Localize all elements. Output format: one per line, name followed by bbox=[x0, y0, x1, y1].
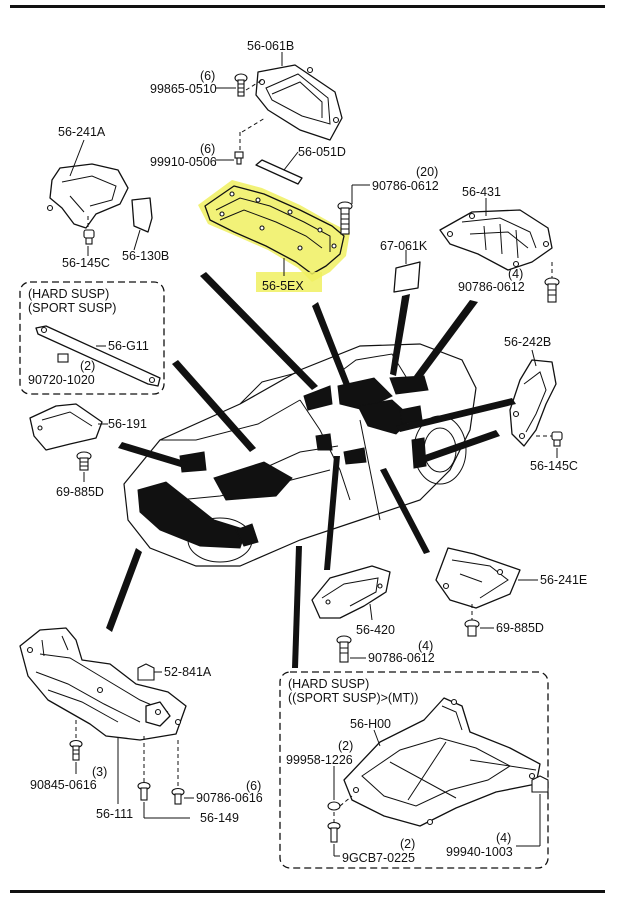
label-9GCB7-0225: 9GCB7-0225 bbox=[342, 851, 415, 865]
nut-99940-1003[interactable] bbox=[531, 775, 549, 793]
clip-52-841A[interactable] bbox=[137, 663, 155, 681]
box1-line2: (SPORT SUSP) bbox=[28, 301, 116, 315]
box1-line1: (HARD SUSP) bbox=[28, 287, 109, 301]
qty-90786-0616: (6) bbox=[246, 779, 261, 793]
bottom-rule bbox=[10, 890, 605, 893]
label-90720-1020: 90720-1020 bbox=[28, 373, 95, 387]
label-56-145C-left: 56-145C bbox=[62, 256, 110, 270]
label-90845-0616: 90845-0616 bbox=[30, 778, 97, 792]
label-56-145C-right: 56-145C bbox=[530, 459, 578, 473]
part-56-241A-drawing[interactable] bbox=[46, 163, 153, 233]
callout-leaders bbox=[106, 272, 516, 668]
label-99865-0510: 99865-0510 bbox=[150, 82, 217, 96]
label-52-841A: 52-841A bbox=[164, 665, 212, 679]
label-56-H00: 56-H00 bbox=[350, 717, 391, 731]
label-69-885D-left: 69-885D bbox=[56, 485, 104, 499]
qty-90720-1020: (2) bbox=[80, 359, 95, 373]
bolt-69-885D-right[interactable] bbox=[464, 619, 480, 637]
part-56-241E-drawing[interactable] bbox=[435, 547, 521, 609]
qty-9GCB7-0225: (2) bbox=[400, 837, 415, 851]
label-90786-0612-mid: 90786-0612 bbox=[368, 651, 435, 665]
qty-99940-1003: (4) bbox=[496, 831, 511, 845]
label-90786-0612-top: 90786-0612 bbox=[372, 179, 439, 193]
bolt-99865-0510[interactable] bbox=[234, 73, 248, 97]
qty-90786-0612-top: (20) bbox=[416, 165, 438, 179]
label-56-111: 56-111 bbox=[96, 807, 133, 821]
label-56-241E: 56-241E bbox=[540, 573, 587, 587]
label-56-G11: 56-G11 bbox=[108, 339, 149, 353]
qty-99958-1226: (2) bbox=[338, 739, 353, 753]
label-67-061K: 67-061K bbox=[380, 239, 428, 253]
bolt-90786-0612-mid[interactable] bbox=[336, 635, 352, 663]
part-67-061K-label[interactable] bbox=[393, 261, 421, 293]
part-56-111-drawing[interactable] bbox=[19, 627, 187, 741]
bolt-9GCB7-0225[interactable] bbox=[327, 821, 341, 843]
part-56-431-drawing[interactable] bbox=[439, 209, 553, 271]
label-90786-0612-right: 90786-0612 bbox=[458, 280, 525, 294]
part-56-051D-strip[interactable] bbox=[255, 159, 303, 185]
bolt-90786-0616[interactable] bbox=[171, 787, 185, 805]
label-90786-0616: 90786-0616 bbox=[196, 791, 263, 805]
label-56-149: 56-149 bbox=[200, 811, 239, 825]
part-56-420-drawing[interactable] bbox=[311, 565, 391, 619]
qty-90845-0616: (3) bbox=[92, 765, 107, 779]
bolt-56-149[interactable] bbox=[137, 781, 151, 801]
bolt-90786-0612-top[interactable] bbox=[337, 201, 353, 235]
label-56-241A: 56-241A bbox=[58, 125, 106, 139]
clip-56-145C-right[interactable] bbox=[551, 431, 563, 447]
box2-line1: (HARD SUSP) bbox=[288, 677, 369, 691]
bolt-90845-0616[interactable] bbox=[69, 739, 83, 761]
part-56-061B-drawing[interactable] bbox=[255, 64, 343, 141]
label-69-885D-right: 69-885D bbox=[496, 621, 544, 635]
washer-99958-1226[interactable] bbox=[327, 801, 341, 811]
qty-90786-0612-mid: (4) bbox=[418, 639, 433, 653]
label-56-431: 56-431 bbox=[462, 185, 501, 199]
part-56-H00-drawing[interactable] bbox=[343, 697, 541, 827]
label-56-130B: 56-130B bbox=[122, 249, 169, 263]
label-99910-0506: 99910-0506 bbox=[150, 155, 217, 169]
label-99940-1003: 99940-1003 bbox=[446, 845, 513, 859]
label-56-051D: 56-051D bbox=[298, 145, 346, 159]
label-99958-1226: 99958-1226 bbox=[286, 753, 353, 767]
nut-90720-1020[interactable] bbox=[57, 353, 69, 363]
bolt-90786-0612-right[interactable] bbox=[544, 277, 560, 303]
label-56-191: 56-191 bbox=[108, 417, 147, 431]
option-box-hard-susp-mt bbox=[279, 671, 549, 869]
part-56-G11-drawing[interactable] bbox=[35, 325, 161, 387]
qty-99865-0510: (6) bbox=[200, 69, 215, 83]
part-56-191-drawing[interactable] bbox=[29, 403, 103, 451]
label-56-420: 56-420 bbox=[356, 623, 395, 637]
part-56-5EX-highlighted[interactable] bbox=[198, 180, 350, 292]
qty-90786-0612-right: (4) bbox=[508, 267, 523, 281]
clip-99910-0506[interactable] bbox=[234, 151, 244, 165]
clip-56-145C-left[interactable] bbox=[83, 229, 95, 245]
bolt-69-885D-left[interactable] bbox=[76, 451, 92, 471]
option-box-hard-sport-susp bbox=[19, 281, 165, 395]
part-56-242B-drawing[interactable] bbox=[509, 359, 557, 447]
top-rule bbox=[10, 5, 605, 8]
label-56-5EX: 56-5EX bbox=[262, 279, 304, 293]
label-56-242B: 56-242B bbox=[504, 335, 551, 349]
qty-99910-0506: (6) bbox=[200, 142, 215, 156]
label-56-061B: 56-061B bbox=[247, 39, 294, 53]
box2-line2: ((SPORT SUSP)>(MT)) bbox=[288, 691, 418, 705]
